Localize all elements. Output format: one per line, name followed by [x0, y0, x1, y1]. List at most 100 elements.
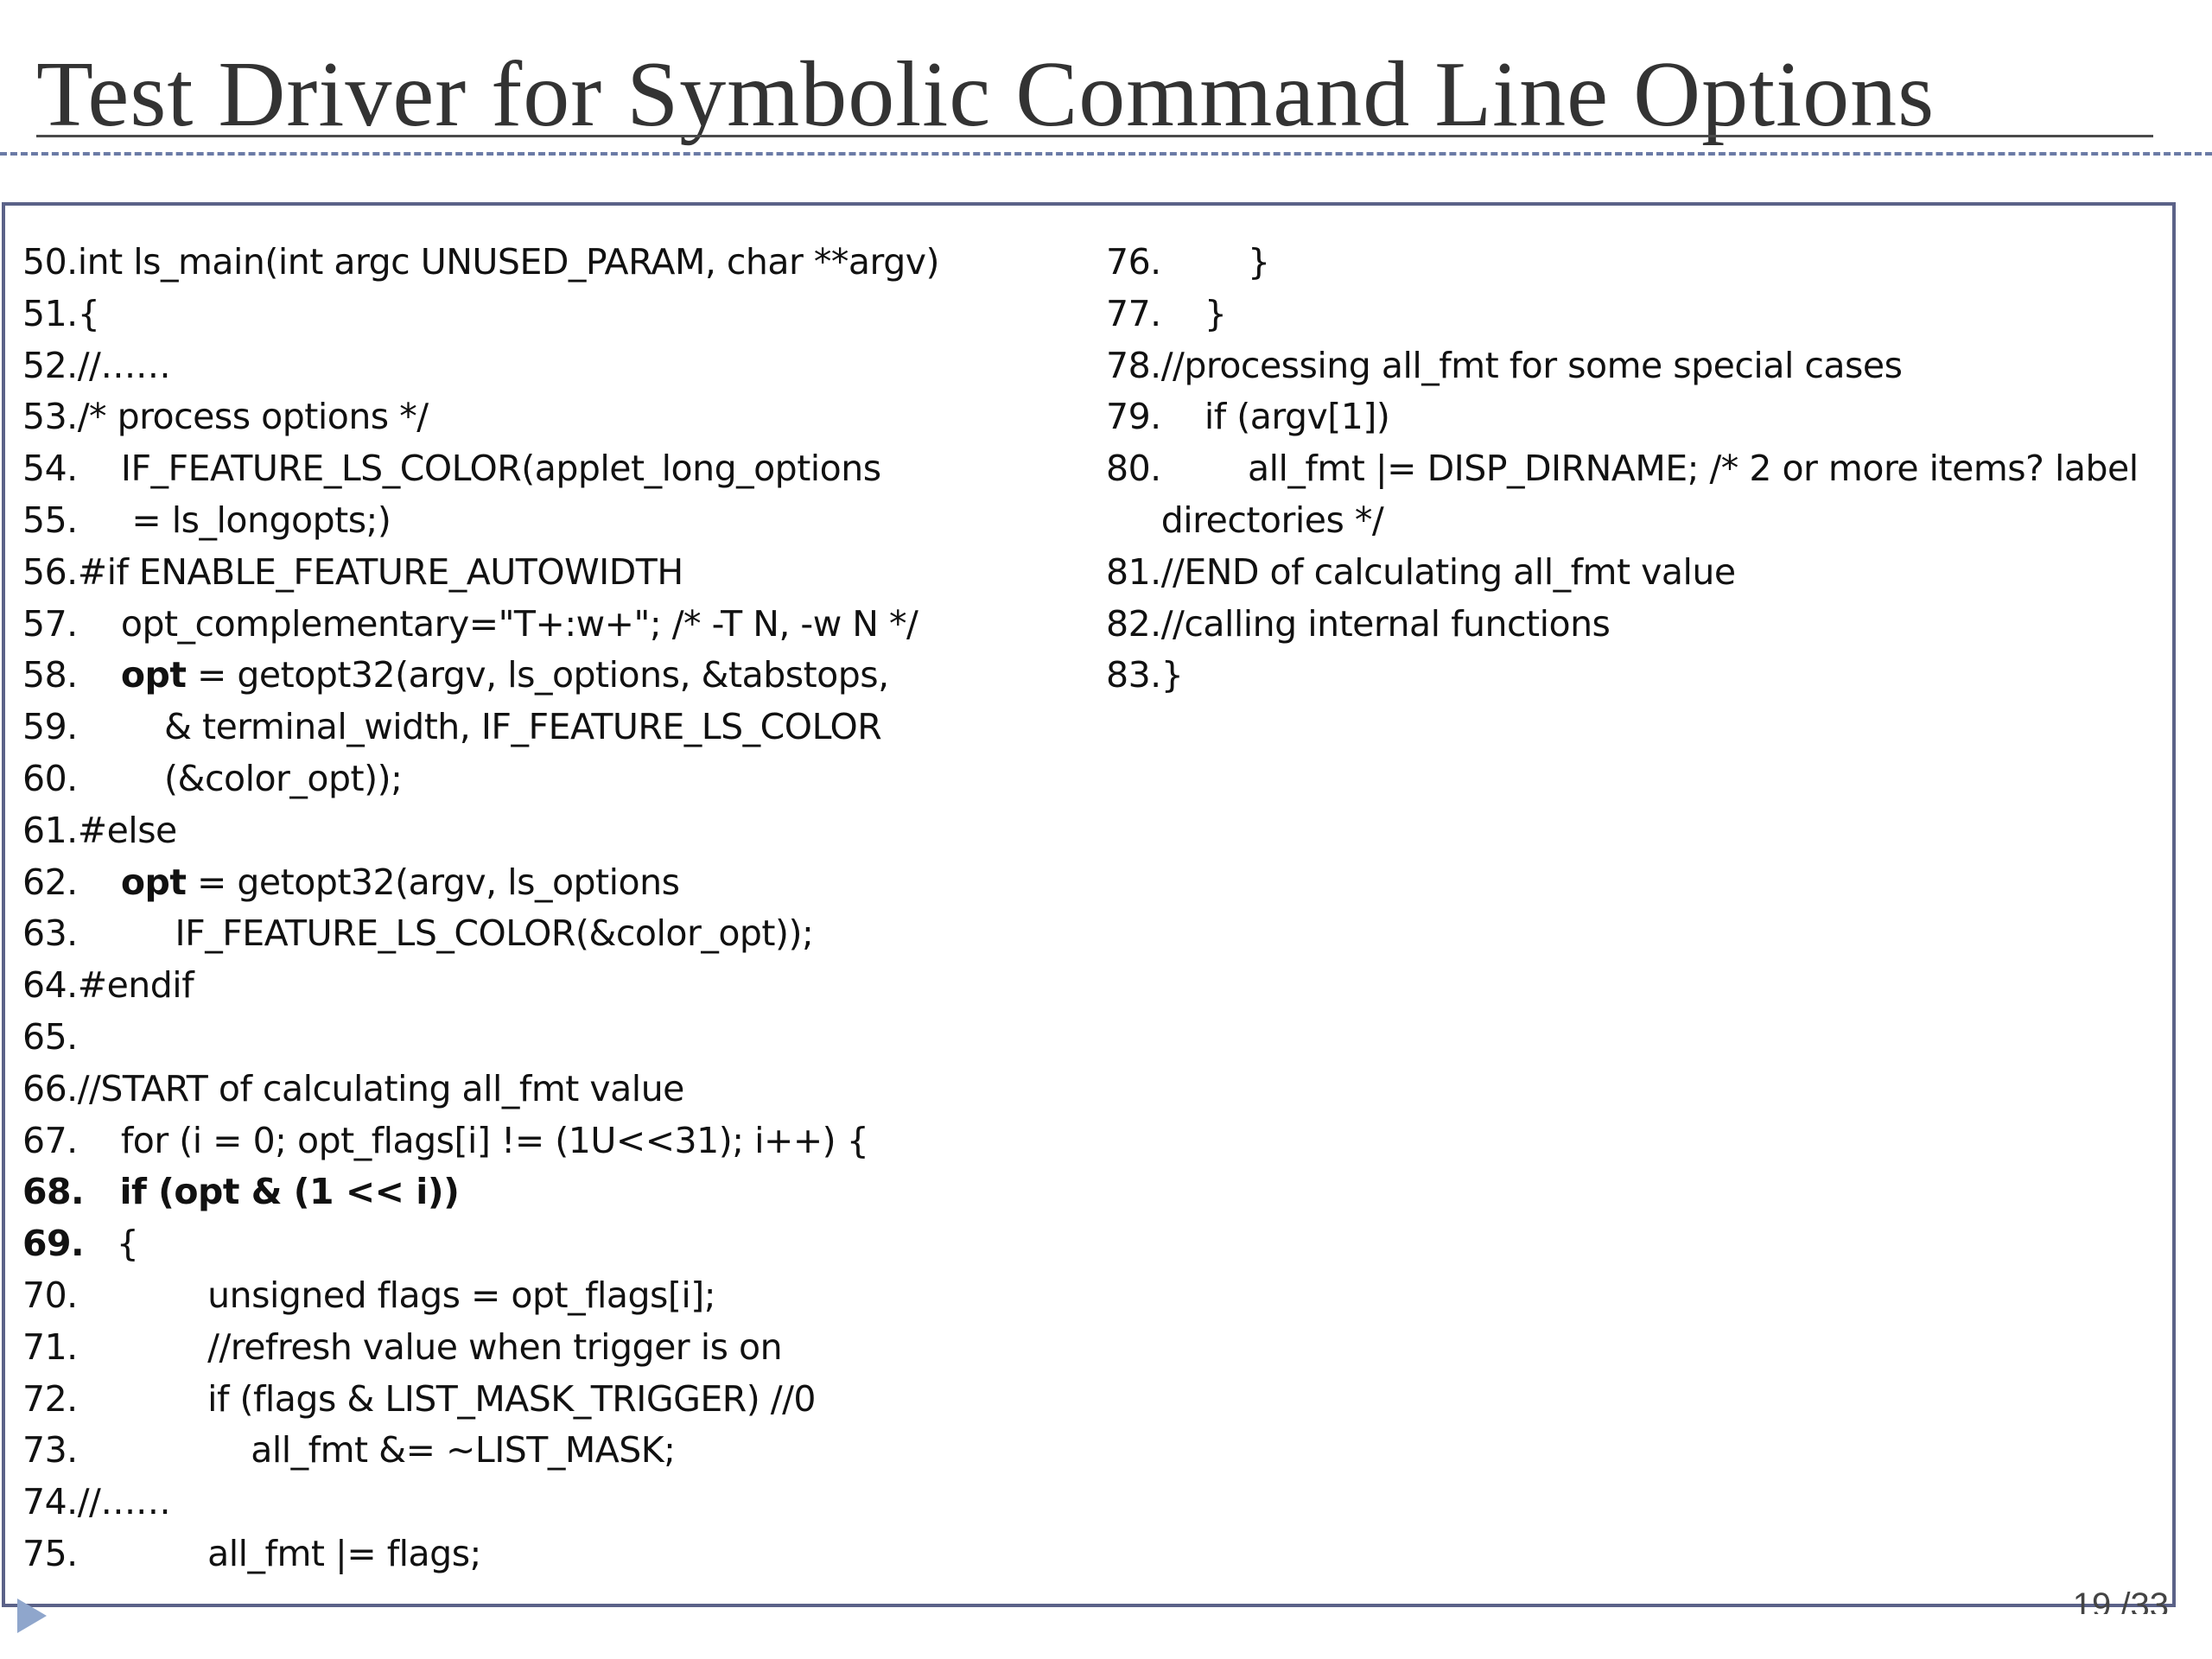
- line-code: opt_complementary="T+:w+"; /* -T N, -w N…: [77, 602, 918, 645]
- line-number: 63.: [22, 912, 78, 955]
- line-number: 51.: [22, 292, 78, 334]
- line-number: 83.: [1106, 654, 1161, 696]
- slide-title: Test Driver for Symbolic Command Line Op…: [36, 43, 1936, 146]
- line-number: 68.: [22, 1171, 85, 1213]
- code-column-right: 76. }77. }78.//processing all_fmt for so…: [1106, 237, 2169, 702]
- line-code: int ls_main(int argc UNUSED_PARAM, char …: [77, 241, 940, 283]
- code-line: 56.#if ENABLE_FEATURE_AUTOWIDTH: [22, 547, 1085, 599]
- code-line: 73. all_fmt &= ~LIST_MASK;: [22, 1425, 1085, 1477]
- title-underline: [36, 135, 2153, 137]
- code-column-left: 50.int ls_main(int argc UNUSED_PARAM, ch…: [22, 237, 1085, 1580]
- line-number: 64.: [22, 964, 78, 1007]
- line-number: 79.: [1106, 396, 1161, 438]
- line-code: (&color_opt));: [77, 757, 403, 799]
- line-code: all_fmt &= ~LIST_MASK;: [77, 1429, 676, 1471]
- line-number: 61.: [22, 809, 78, 851]
- line-code: //END of calculating all_fmt value: [1160, 550, 1736, 593]
- line-code: //refresh value when trigger is on: [77, 1325, 783, 1368]
- code-line: 52.//……: [22, 340, 1085, 392]
- code-line: 50.int ls_main(int argc UNUSED_PARAM, ch…: [22, 237, 1085, 289]
- line-number: 60.: [22, 757, 78, 799]
- line-number: 56.: [22, 550, 78, 593]
- line-number: 77.: [1106, 292, 1161, 334]
- line-number: 57.: [22, 602, 78, 645]
- line-number: 52.: [22, 344, 78, 386]
- line-code: }: [1160, 241, 1270, 283]
- line-code: [78, 1012, 1085, 1064]
- keyword-highlight: opt: [120, 861, 187, 903]
- line-number: 50.: [22, 241, 78, 283]
- code-line: 54. IF_FEATURE_LS_COLOR(applet_long_opti…: [22, 443, 1085, 495]
- code-line: 70. unsigned flags = opt_flags[i];: [22, 1270, 1085, 1322]
- line-code: all_fmt |= flags;: [77, 1532, 481, 1574]
- code-line: 61.#else: [22, 805, 1085, 857]
- code-line: 68. if (opt & (1 << i)): [22, 1166, 1085, 1218]
- line-number: 55.: [22, 499, 78, 541]
- line-number: 71.: [22, 1325, 78, 1368]
- line-number: 70.: [22, 1274, 78, 1316]
- keyword-highlight: opt: [120, 654, 187, 696]
- line-code: opt = getopt32(argv, ls_options, &tabsto…: [120, 654, 889, 696]
- line-number: 82.: [1106, 602, 1161, 645]
- line-code: opt = getopt32(argv, ls_options: [120, 861, 680, 903]
- line-number: 67.: [22, 1119, 78, 1161]
- line-code: //calling internal functions: [1160, 602, 1611, 645]
- code-line: 72. if (flags & LIST_MASK_TRIGGER) //0: [22, 1374, 1085, 1426]
- line-number: 76.: [1106, 241, 1161, 283]
- code-line: 81.//END of calculating all_fmt value: [1106, 547, 2169, 599]
- code-line: 53./* process options */: [22, 391, 1085, 443]
- line-number: 53.: [22, 396, 78, 438]
- line-number: 62.: [22, 861, 78, 903]
- line-code: if (opt & (1 << i)): [84, 1171, 460, 1213]
- code-line: 62. opt = getopt32(argv, ls_options: [22, 857, 1085, 909]
- line-number: 59.: [22, 706, 78, 748]
- line-number: 54.: [22, 448, 78, 490]
- line-code: //START of calculating all_fmt value: [77, 1067, 685, 1109]
- title-dashed-divider: [0, 152, 2212, 156]
- code-line: 64.#endif: [22, 960, 1085, 1012]
- line-code: IF_FEATURE_LS_COLOR(&color_opt));: [77, 912, 814, 955]
- code-line: 57. opt_complementary="T+:w+"; /* -T N, …: [22, 599, 1085, 651]
- code-line: 74.//……: [22, 1477, 1085, 1529]
- line-code: /* process options */: [77, 396, 429, 438]
- line-code: for (i = 0; opt_flags[i] != (1U<<31); i+…: [77, 1119, 869, 1161]
- code-line: 55. = ls_longopts;): [22, 495, 1085, 547]
- code-line: 76. }: [1106, 237, 2169, 289]
- next-slide-arrow-icon[interactable]: [17, 1599, 47, 1633]
- line-number: 78.: [1106, 344, 1161, 386]
- line-number: 69.: [22, 1223, 85, 1265]
- line-code: #else: [77, 809, 178, 851]
- line-code: if (argv[1]): [1160, 396, 1390, 438]
- code-line: 60. (&color_opt));: [22, 753, 1085, 805]
- code-line: 63. IF_FEATURE_LS_COLOR(&color_opt));: [22, 908, 1085, 960]
- line-code: {: [77, 292, 100, 334]
- line-code: }: [1160, 654, 1184, 696]
- line-code: {: [84, 1223, 139, 1265]
- code-line: 59. & terminal_width, IF_FEATURE_LS_COLO…: [22, 702, 1085, 753]
- code-line: 67. for (i = 0; opt_flags[i] != (1U<<31)…: [22, 1116, 1085, 1167]
- code-line: 83.}: [1106, 650, 2169, 702]
- code-line: 82.//calling internal functions: [1106, 599, 2169, 651]
- code-line: 71. //refresh value when trigger is on: [22, 1322, 1085, 1374]
- line-code: //processing all_fmt for some special ca…: [1160, 344, 1903, 386]
- line-code: if (flags & LIST_MASK_TRIGGER) //0: [77, 1377, 816, 1420]
- line-code: all_fmt |= DISP_DIRNAME; /* 2 or more it…: [1160, 448, 2150, 541]
- line-code: //……: [77, 1481, 171, 1523]
- page-number: 19 /33: [2072, 1588, 2169, 1614]
- code-listing-box: 50.int ls_main(int argc UNUSED_PARAM, ch…: [2, 202, 2176, 1607]
- code-line: 65.: [22, 1012, 1085, 1064]
- code-line: 58. opt = getopt32(argv, ls_options, &ta…: [22, 650, 1085, 702]
- line-code: IF_FEATURE_LS_COLOR(applet_long_options: [77, 448, 881, 490]
- line-code: & terminal_width, IF_FEATURE_LS_COLOR: [77, 706, 882, 748]
- code-line: 66.//START of calculating all_fmt value: [22, 1064, 1085, 1116]
- code-line: 80. all_fmt |= DISP_DIRNAME; /* 2 or mor…: [1106, 443, 2169, 547]
- line-number: 66.: [22, 1067, 78, 1109]
- line-number: 58.: [22, 654, 78, 696]
- line-code: unsigned flags = opt_flags[i];: [77, 1274, 716, 1316]
- code-line: 78.//processing all_fmt for some special…: [1106, 340, 2169, 392]
- code-line: 69. {: [22, 1218, 1085, 1270]
- line-number: 65.: [22, 1015, 78, 1058]
- code-line: 51.{: [22, 289, 1085, 340]
- line-number: 75.: [22, 1532, 78, 1574]
- line-code: //……: [77, 344, 171, 386]
